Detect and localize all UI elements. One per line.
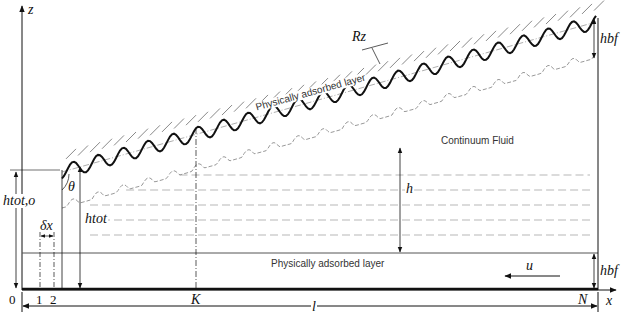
- label: hbf: [600, 32, 618, 46]
- hatching: [594, 1, 604, 11]
- hatching: [486, 31, 496, 41]
- hatching: [390, 58, 400, 68]
- label: z: [28, 3, 33, 17]
- hatching: [234, 102, 244, 112]
- label: 2: [50, 293, 57, 306]
- label: Rz: [352, 30, 366, 44]
- label: N: [578, 293, 587, 307]
- hatching: [210, 108, 220, 118]
- rough-surface: [62, 16, 596, 179]
- hatching: [498, 28, 508, 38]
- label: K: [191, 293, 200, 307]
- hatching: [198, 112, 208, 122]
- fluid-line: [126, 190, 590, 191]
- label: hbf: [600, 264, 618, 278]
- label: θ: [68, 180, 75, 194]
- hatching: [90, 142, 100, 152]
- hatching: [102, 139, 112, 149]
- fluid-line: [180, 175, 591, 176]
- label: l: [311, 300, 317, 314]
- hatching: [186, 115, 196, 125]
- label: h: [405, 182, 414, 196]
- hatching: [162, 122, 172, 132]
- hatching: [438, 44, 448, 54]
- label: htot: [84, 212, 108, 226]
- hatching: [582, 4, 592, 14]
- hatching: [78, 146, 88, 156]
- hatching: [510, 24, 520, 34]
- label: u: [526, 259, 533, 273]
- hatching: [534, 17, 544, 27]
- fluid-line: [90, 220, 590, 221]
- hatching: [222, 105, 232, 115]
- label: Continuum Fluid: [440, 136, 515, 146]
- fluid-line: [90, 235, 590, 236]
- hatching: [126, 132, 136, 142]
- label: Physically adsorbed layer: [254, 72, 368, 112]
- hatching: [462, 38, 472, 48]
- hatching: [138, 129, 148, 139]
- label: x: [606, 294, 612, 308]
- hatching: [174, 119, 184, 129]
- hatching: [558, 11, 568, 21]
- hatching: [522, 21, 532, 31]
- hatching: [66, 149, 76, 159]
- hatching: [114, 135, 124, 145]
- hatching: [450, 41, 460, 51]
- hatching: [366, 65, 376, 75]
- label: Physically adsorbed layer: [270, 259, 385, 269]
- label: δx: [40, 219, 53, 233]
- hatching: [150, 125, 160, 135]
- hatching: [546, 14, 556, 24]
- hatching: [414, 51, 424, 61]
- fluid-line: [90, 205, 590, 206]
- hatching: [426, 48, 436, 58]
- hatching: [402, 54, 412, 64]
- hatching: [474, 34, 484, 44]
- label: htot,o: [2, 194, 36, 208]
- label: 1: [36, 293, 43, 306]
- hatching: [570, 7, 580, 17]
- label: 0: [9, 293, 16, 306]
- adsorbed-layer-boundary: [62, 53, 596, 208]
